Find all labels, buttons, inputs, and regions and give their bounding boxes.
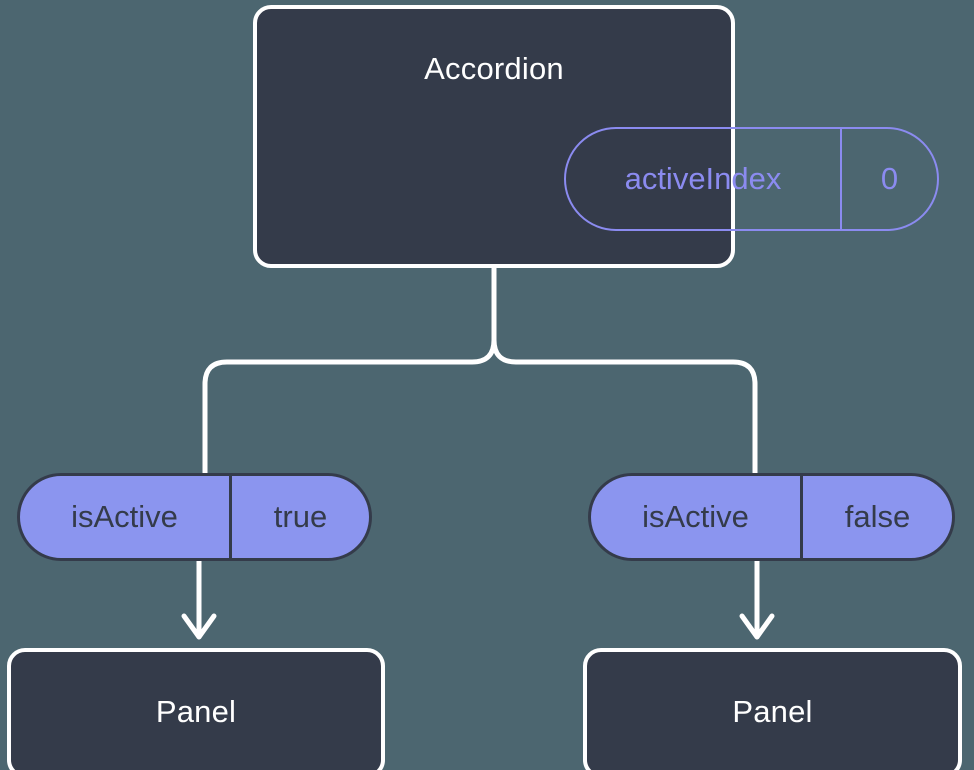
is-active-value-label-right: false — [844, 499, 911, 534]
is-active-key-label-right: isActive — [591, 476, 803, 558]
connector-root-to-left — [202, 265, 497, 476]
is-active-key-label-left: isActive — [20, 476, 232, 558]
is-active-pill-right[interactable]: isActive false — [588, 473, 955, 561]
active-index-value-label: 0 — [880, 161, 899, 196]
panel-node-card-right[interactable]: Panel — [583, 648, 962, 770]
arrowhead-left-icon — [181, 613, 217, 640]
active-index-state-pill[interactable]: activeIndex 0 — [564, 127, 939, 231]
panel-node-card-left[interactable]: Panel — [7, 648, 385, 770]
panel-title-right: Panel — [732, 694, 813, 729]
accordion-title: Accordion — [424, 51, 564, 86]
arrowhead-right-icon — [739, 613, 775, 640]
accordion-node-card[interactable]: Accordion activeIndex 0 — [253, 5, 939, 268]
is-active-value-label-left: true — [273, 499, 328, 534]
active-index-key-label: activeIndex — [566, 129, 842, 229]
is-active-pill-left[interactable]: isActive true — [17, 473, 372, 561]
panel-title-left: Panel — [155, 694, 237, 729]
connector-root-to-right — [491, 265, 758, 476]
